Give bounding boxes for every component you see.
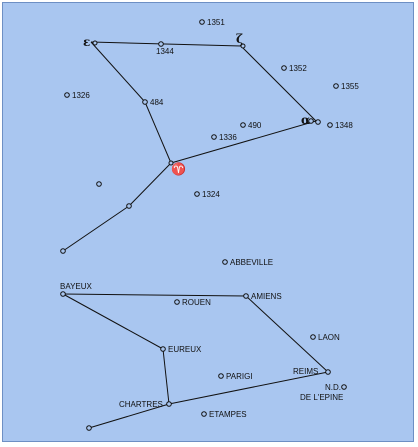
line-epsilon-484 [90, 41, 146, 103]
constellation-lines [62, 41, 317, 252]
city-tail-end [86, 425, 92, 431]
label-1324: 1324 [202, 190, 220, 199]
line-amiens-reims [245, 295, 329, 373]
city-nd-epine [341, 384, 347, 390]
label-etampes: ETAMPES [209, 410, 247, 419]
symbol-aries: ♈ [171, 162, 186, 176]
city-etampes [201, 411, 207, 417]
line-eureux-chartres [162, 348, 170, 405]
label-amiens: AMIENS [251, 292, 282, 301]
star-1326 [64, 92, 70, 98]
label-reims: REIMS [293, 367, 318, 376]
line-epsilon-zeta [90, 41, 242, 47]
constellation-labels: ε ζ ♈ α 1351 1344 1352 1355 1326 484 490… [72, 18, 359, 199]
line-chartres-reims [168, 371, 329, 405]
label-abbeville: ABBEVILLE [230, 258, 273, 267]
line-bayeux-amiens [62, 293, 247, 297]
star-490 [240, 122, 246, 128]
star-mid-tail [126, 203, 132, 209]
label-1344: 1344 [156, 47, 174, 56]
city-abbeville [222, 259, 228, 265]
label-nd: N.D. [325, 383, 341, 392]
symbol-alpha: α [301, 113, 310, 127]
city-amiens [243, 293, 249, 299]
line-chartres-tail [88, 403, 170, 429]
star-tail-end [60, 248, 66, 254]
city-dots [60, 259, 347, 431]
label-chartres: CHARTRES [119, 400, 163, 409]
label-490: 490 [248, 121, 262, 130]
star-484 [142, 99, 148, 105]
constellation-stars [60, 19, 339, 254]
symbol-zeta: ζ [236, 32, 243, 46]
star-aries [168, 160, 174, 166]
star-epsilon [92, 40, 98, 46]
star-1324 [194, 191, 200, 197]
label-1355: 1355 [341, 82, 359, 91]
line-bayeux-eureux [62, 293, 164, 350]
label-1326: 1326 [72, 91, 90, 100]
star-1352 [281, 65, 287, 71]
label-parigi: PARIGI [226, 372, 253, 381]
star-city-map: ε ζ ♈ α 1351 1344 1352 1355 1326 484 490… [60, 18, 359, 431]
label-laon: LAON [318, 333, 340, 342]
star-1336 [211, 134, 217, 140]
label-de-lepine: DE L'EPINE [300, 393, 343, 402]
star-zeta [240, 43, 246, 49]
symbol-epsilon: ε [83, 35, 90, 49]
city-rouen [174, 299, 180, 305]
star-alpha-b [315, 119, 321, 125]
map-frame: ε ζ ♈ α 1351 1344 1352 1355 1326 484 490… [2, 2, 414, 442]
star-1351 [199, 19, 205, 25]
city-lines [62, 293, 329, 429]
label-484: 484 [150, 98, 164, 107]
city-parigi [218, 373, 224, 379]
label-eureux: EUREUX [168, 345, 202, 354]
city-eureux [160, 346, 166, 352]
star-alpha-a [308, 118, 314, 124]
star-1344 [158, 41, 164, 47]
line-aries-star [128, 162, 172, 207]
star-unlabeled [96, 181, 102, 187]
city-bayeux [60, 291, 66, 297]
city-labels: ABBEVILLE BAYEUX ROUEN AMIENS LAON EUREU… [60, 258, 343, 419]
line-star-tail [62, 205, 130, 252]
city-laon [310, 334, 316, 340]
line-484-aries [144, 101, 172, 164]
label-1348: 1348 [335, 121, 353, 130]
star-1355 [333, 83, 339, 89]
line-zeta-alpha [240, 45, 317, 122]
label-1336: 1336 [219, 133, 237, 142]
line-alpha-aries [170, 120, 317, 164]
city-chartres [166, 401, 172, 407]
star-1348 [327, 122, 333, 128]
label-1351: 1351 [207, 18, 225, 27]
city-reims [325, 369, 331, 375]
label-1352: 1352 [289, 64, 307, 73]
label-rouen: ROUEN [182, 298, 211, 307]
label-bayeux: BAYEUX [60, 282, 93, 291]
